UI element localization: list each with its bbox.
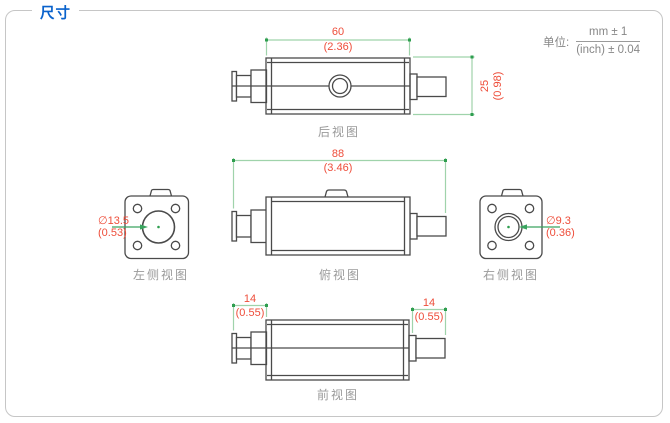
left-side-view-drawing — [112, 188, 190, 260]
rear-view-drawing — [231, 57, 447, 115]
right-side-view-drawing — [479, 188, 560, 260]
rear-height-dimension-lines — [413, 55, 475, 116]
units-fraction: mm ± 1 (inch) ± 0.04 — [576, 26, 641, 57]
front-right-len-inch: (0.55) — [414, 311, 444, 323]
top-view-drawing — [231, 189, 447, 256]
front-left-dimension-lines — [232, 303, 268, 331]
top-length-inch: (3.46) — [323, 162, 353, 174]
front-right-len-mm: 14 — [422, 297, 436, 309]
right-view-label: 右侧视图 — [482, 268, 539, 282]
front-right-dimension-lines — [411, 307, 447, 335]
units-note: 单位: mm ± 1 (inch) ± 0.04 — [543, 26, 641, 57]
top-length-mm: 88 — [331, 148, 345, 160]
units-mm: mm ± 1 — [576, 26, 641, 42]
front-left-len-inch: (0.55) — [235, 307, 265, 319]
right-diameter-inch: (0.36) — [546, 227, 575, 239]
units-inch: (inch) ± 0.04 — [576, 44, 641, 56]
right-diameter-mm: ∅9.3 — [546, 215, 571, 227]
panel-border — [5, 10, 663, 417]
front-left-len-mm: 14 — [243, 293, 257, 305]
rear-view-label: 后视图 — [317, 125, 360, 139]
front-view-drawing — [231, 319, 446, 381]
rear-height-mm: 25 — [479, 79, 491, 93]
front-view-label: 前视图 — [316, 388, 359, 402]
rear-width-mm: 60 — [331, 26, 345, 38]
panel-title: 尺寸 — [32, 2, 79, 23]
left-view-label: 左侧视图 — [132, 268, 189, 282]
left-diameter-inch: (0.53) — [98, 227, 127, 239]
rear-height-dimension: 25 (0.98) — [479, 56, 505, 116]
units-label: 单位: — [543, 36, 570, 49]
rear-width-inch: (2.36) — [323, 41, 353, 53]
left-diameter-mm: ∅13.5 — [98, 215, 129, 227]
top-view-label: 俯视图 — [318, 268, 361, 282]
rear-width-dimension-lines — [265, 37, 411, 56]
rear-height-inch: (0.98) — [492, 71, 504, 101]
top-length-dimension-lines — [232, 158, 447, 213]
